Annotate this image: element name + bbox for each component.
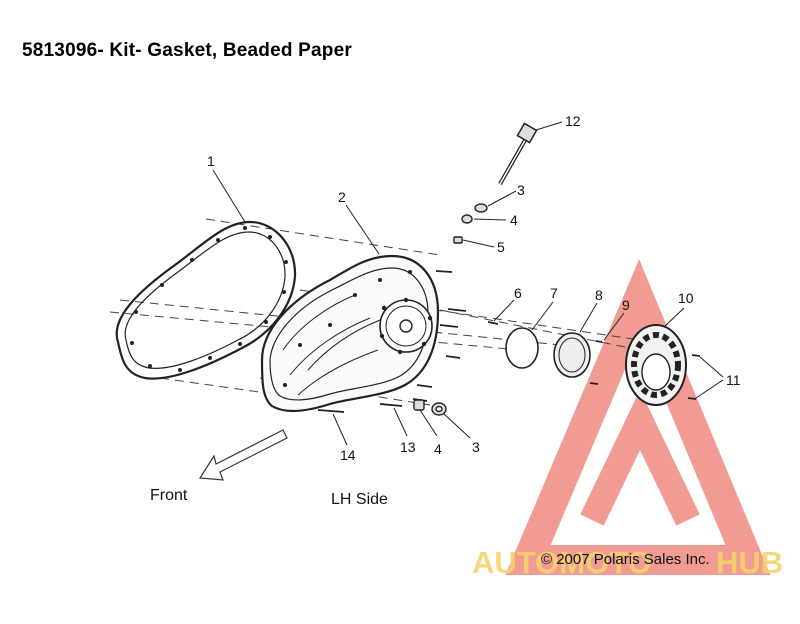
derby-cover-part <box>553 332 591 378</box>
callout-9: 9 <box>622 297 630 313</box>
small-parts-upper <box>453 203 488 244</box>
callout-14: 14 <box>340 447 356 463</box>
callout-5: 5 <box>497 239 505 255</box>
callout-12: 12 <box>565 113 581 129</box>
bolts <box>317 270 701 413</box>
callout-4-upper: 4 <box>510 212 518 228</box>
watermark-logo <box>505 259 771 575</box>
watermark-text-right: HUB <box>716 545 783 580</box>
callout-2: 2 <box>338 189 346 205</box>
front-arrow-icon <box>198 429 288 481</box>
callout-7: 7 <box>550 285 558 301</box>
callout-6: 6 <box>514 285 522 301</box>
callout-labels: 1 2 3 4 5 6 7 8 9 10 11 12 3 4 13 14 <box>207 113 741 463</box>
side-label: LH Side <box>331 491 388 508</box>
leader-lines <box>212 121 724 446</box>
callout-13: 13 <box>400 439 416 455</box>
timing-cover-part <box>625 324 687 406</box>
callout-4-lower: 4 <box>434 441 442 457</box>
primary-cover-part <box>260 254 440 413</box>
callout-3-lower: 3 <box>472 439 480 455</box>
callout-10: 10 <box>678 290 694 306</box>
page-title: 5813096- Kit- Gasket, Beaded Paper <box>22 40 352 61</box>
dipstick-part <box>498 122 538 185</box>
copyright-notice: © 2007 Polaris Sales Inc. <box>541 551 710 568</box>
callout-1: 1 <box>207 153 215 169</box>
callout-11: 11 <box>726 372 741 388</box>
callout-8: 8 <box>595 287 603 303</box>
watermark-text-left: AUTOMOTO <box>472 545 652 580</box>
front-label: Front <box>150 487 188 504</box>
callout-3-upper: 3 <box>517 182 525 198</box>
gasket-part <box>115 220 297 380</box>
small-parts-lower <box>413 399 447 416</box>
watermark-text: AUTOMOTO HUB <box>472 545 783 580</box>
o-ring-part <box>505 327 539 369</box>
